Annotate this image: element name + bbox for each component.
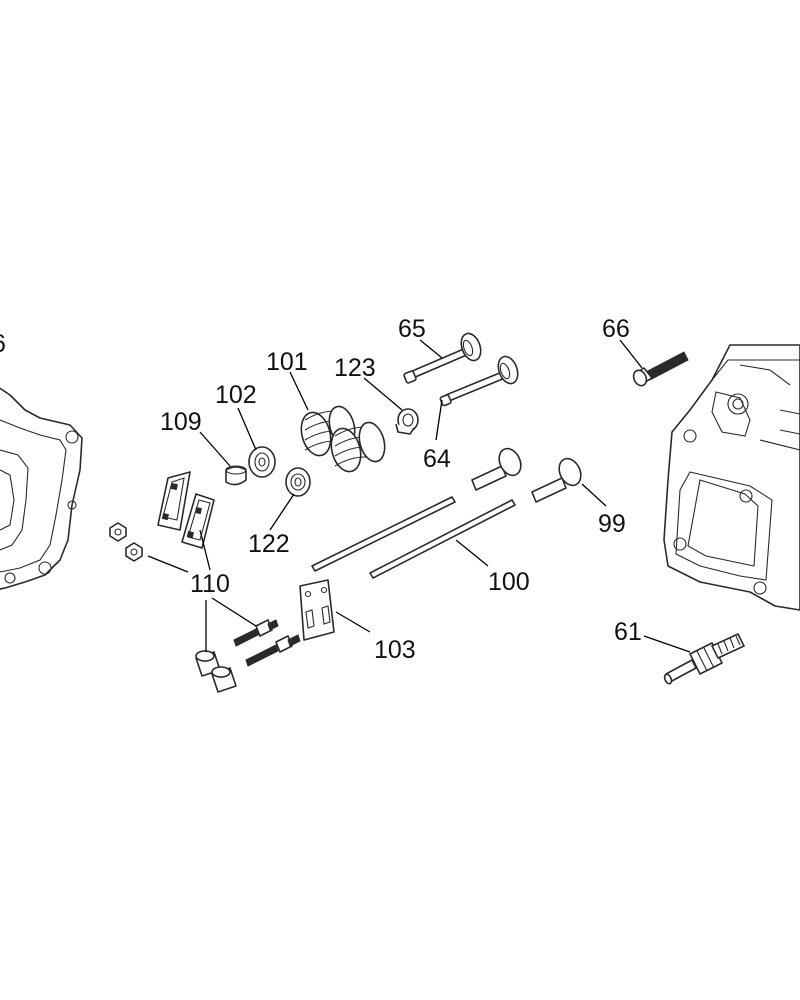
callout-110: 110 [190,570,230,598]
callout-122: 122 [248,530,290,558]
part-washer-122 [285,467,311,497]
callout-65: 65 [398,315,426,343]
part-pushrods-100 [311,496,516,579]
callout-99: 99 [598,510,626,538]
leader-110-b [147,555,189,573]
callout-66: 66 [602,315,630,343]
leader-64 [435,399,443,441]
callout-100: 100 [488,568,530,596]
callout-64: 64 [423,445,451,473]
leader-66 [619,339,643,369]
part-rocker-arms [157,471,215,549]
leader-lines [147,339,691,653]
leader-102 [237,407,257,451]
part-bolt-66 [632,351,689,387]
leader-99 [581,483,607,507]
part-valve-cover [0,387,83,590]
part-seal-123 [395,408,419,435]
part-guide-plate-103 [299,579,335,641]
part-washer-102 [248,446,276,478]
leader-100 [455,539,489,567]
callout-103: 103 [374,636,416,664]
leader-65 [419,339,443,359]
part-fasteners-110 [109,522,301,693]
callout-102: 102 [215,381,257,409]
callout-109: 109 [160,408,202,436]
part-cylinder-head [663,344,800,611]
leader-103 [335,611,371,633]
part-valve-65 [403,332,482,384]
part-cap-109 [225,465,247,486]
leader-101 [289,371,309,411]
leader-109 [199,431,231,467]
callout-labels: 6 65 66 101 123 102 109 64 99 122 110 10… [0,315,642,664]
leader-123 [363,377,403,411]
callout-123: 123 [334,354,376,382]
part-tappets-99 [471,447,582,503]
leader-122 [269,493,295,531]
leader-61 [643,635,691,653]
callout-6: 6 [0,330,6,358]
part-spark-plug-61 [663,633,745,685]
part-springs-101 [300,405,386,473]
leader-110-a [199,529,211,571]
callout-101: 101 [266,348,308,376]
callout-61: 61 [614,618,642,646]
leader-110-c [211,597,257,627]
